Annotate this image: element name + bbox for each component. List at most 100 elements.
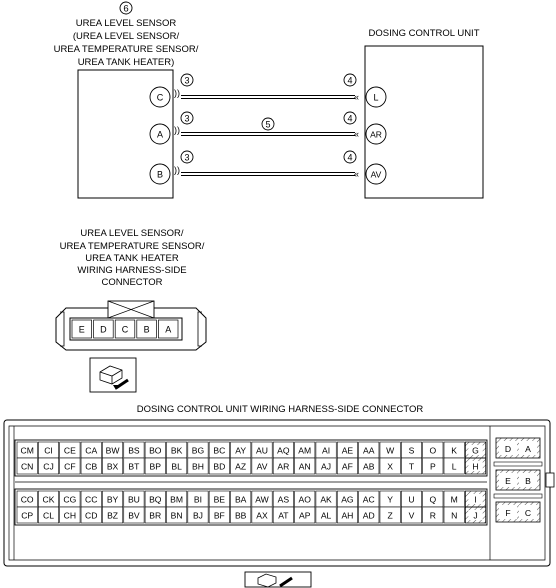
dcu-terminal-label: AX <box>256 511 268 521</box>
dcu-terminal-cell <box>422 506 444 524</box>
sensor-connector-caption-line-5: CONNECTOR <box>101 277 162 288</box>
wire-a-ar: A ) ) 3 5 « 4 AR <box>149 111 387 145</box>
dcu-terminal-cell <box>102 457 124 475</box>
dcu-terminal-cell-inner <box>468 461 483 471</box>
dcu-terminal-label: AG <box>341 495 354 505</box>
dcu-terminal-cell <box>251 506 273 524</box>
sensor-pin-arrow: ) <box>174 88 177 98</box>
dcu-terminal-cell <box>443 457 465 475</box>
dcu-terminal-cell <box>294 457 316 475</box>
dcu-terminal-cell <box>38 457 59 475</box>
dcu-side-cell <box>499 441 517 455</box>
sensor-terminal-label: E <box>79 325 85 335</box>
pin-callout-circle <box>343 150 357 164</box>
dcu-connector-section: DOSING CONTROL UNIT WIRING HARNESS-SIDE … <box>3 404 555 588</box>
dcu-terminal-cell <box>230 506 252 524</box>
dcu-terminal-cell <box>358 506 380 524</box>
dcu-terminal-cell <box>230 457 252 475</box>
sensor-terminal-label: A <box>165 325 171 335</box>
sensor-name-line-4: UREA TANK HEATER) <box>78 57 175 68</box>
dcu-terminal-label: CA <box>85 446 97 456</box>
sensor-connector-caption-line-2: UREA TEMPERATURE SENSOR/ <box>60 241 205 252</box>
dcu-terminal-label: I <box>474 495 476 505</box>
dcu-terminal-label: CD <box>85 511 97 521</box>
dcu-terminal-label: L <box>452 462 457 472</box>
wire-callout: 5 <box>265 120 270 130</box>
dcu-terminal-cell <box>80 457 102 475</box>
dcu-terminal-label: P <box>430 462 436 472</box>
pin-callout-circle <box>180 111 194 125</box>
dcu-terminal-label: BW <box>106 446 121 456</box>
dcu-terminal-label: BR <box>149 511 161 521</box>
sensor-connector-caption-line-1: UREA LEVEL SENSOR/ <box>80 228 183 239</box>
dcu-side-cell <box>499 505 517 519</box>
sensor-connector-section: UREA LEVEL SENSOR/ UREA TEMPERATURE SENS… <box>55 228 207 393</box>
dcu-terminal-label: AR <box>277 462 289 472</box>
dcu-terminal-label: BM <box>170 495 183 505</box>
dcu-terminal-label: BV <box>128 511 140 521</box>
dcu-terminal-label: AB <box>363 462 375 472</box>
latch-cross <box>107 300 155 319</box>
sensor-terminal-label: D <box>100 325 107 335</box>
dcu-side-label: C <box>525 508 531 518</box>
dcu-side-cell <box>519 441 537 455</box>
dcu-side-rail <box>493 461 543 467</box>
sensor-connector-caption-line-3: UREA TANK HEATER <box>85 253 179 264</box>
sensor-pin-c-circle <box>149 86 171 108</box>
sensor-terminal-cell <box>114 319 136 339</box>
sensor-connector-edge <box>60 311 65 347</box>
dcu-terminal-label: U <box>408 495 414 505</box>
dcu-terminal-label: CN <box>21 462 33 472</box>
sensor-pin-callout: 3 <box>184 114 189 124</box>
dcu-terminal-cell <box>123 506 145 524</box>
dcu-terminal-label: AA <box>363 446 375 456</box>
dcu-pin-callout: 4 <box>347 76 352 86</box>
sensor-name-line-1: UREA LEVEL SENSOR <box>76 18 177 29</box>
dcu-terminal-label: BJ <box>193 511 203 521</box>
dcu-terminal-label: BP <box>150 462 162 472</box>
dcu-terminal-label: AM <box>298 446 311 456</box>
dcu-terminal-cell <box>294 506 316 524</box>
dcu-terminal-cell <box>187 506 209 524</box>
dcu-terminal-label: AN <box>299 462 311 472</box>
dcu-terminal-label: AK <box>320 495 332 505</box>
dcu-terminal-label: AQ <box>277 446 290 456</box>
dcu-terminal-cell <box>16 506 38 524</box>
dcu-terminal-cell <box>123 457 145 475</box>
dcu-terminal-label: AF <box>342 462 353 472</box>
dcu-terminal-label: BK <box>171 446 183 456</box>
dcu-terminal-cell-inner <box>468 494 483 504</box>
sensor-connector-edge <box>197 311 202 347</box>
dcu-terminal-cell <box>272 457 294 475</box>
dcu-terminal-label: CL <box>43 511 54 521</box>
dcu-terminal-cell <box>336 506 358 524</box>
dcu-terminal-cell <box>166 457 188 475</box>
dcu-terminal-label: CG <box>63 495 76 505</box>
dcu-pin-arrow: « <box>354 129 359 139</box>
dcu-connector-tab <box>545 472 555 488</box>
dcu-terminal-cell <box>208 506 230 524</box>
sensor-pin-b: B <box>157 170 163 180</box>
sensor-callout: 6 <box>123 4 128 15</box>
dcu-terminal-label: BO <box>149 446 162 456</box>
dcu-terminal-label: AT <box>278 511 289 521</box>
dcu-side-cell <box>519 505 537 519</box>
dcu-terminal-label: BI <box>194 495 202 505</box>
dcu-terminal-label: BE <box>214 495 226 505</box>
sensor-terminal-cell <box>71 319 92 339</box>
pin-callout-circle <box>343 73 357 87</box>
sensor-terminal-cell <box>158 319 179 339</box>
dcu-terminal-label: BY <box>107 495 119 505</box>
dcu-lower-block <box>14 488 488 526</box>
dcu-terminal-label: CO <box>21 495 34 505</box>
dcu-side-label: F <box>505 508 510 518</box>
sensor-connector-caption-line-4: WIRING HARNESS-SIDE <box>77 265 186 276</box>
dcu-terminal-cell <box>16 457 38 475</box>
dcu-terminal-label: AO <box>299 495 312 505</box>
sensor-view-icon <box>89 357 137 393</box>
dcu-pin-callout: 4 <box>347 114 352 124</box>
dcu-terminal-label: W <box>386 446 395 456</box>
